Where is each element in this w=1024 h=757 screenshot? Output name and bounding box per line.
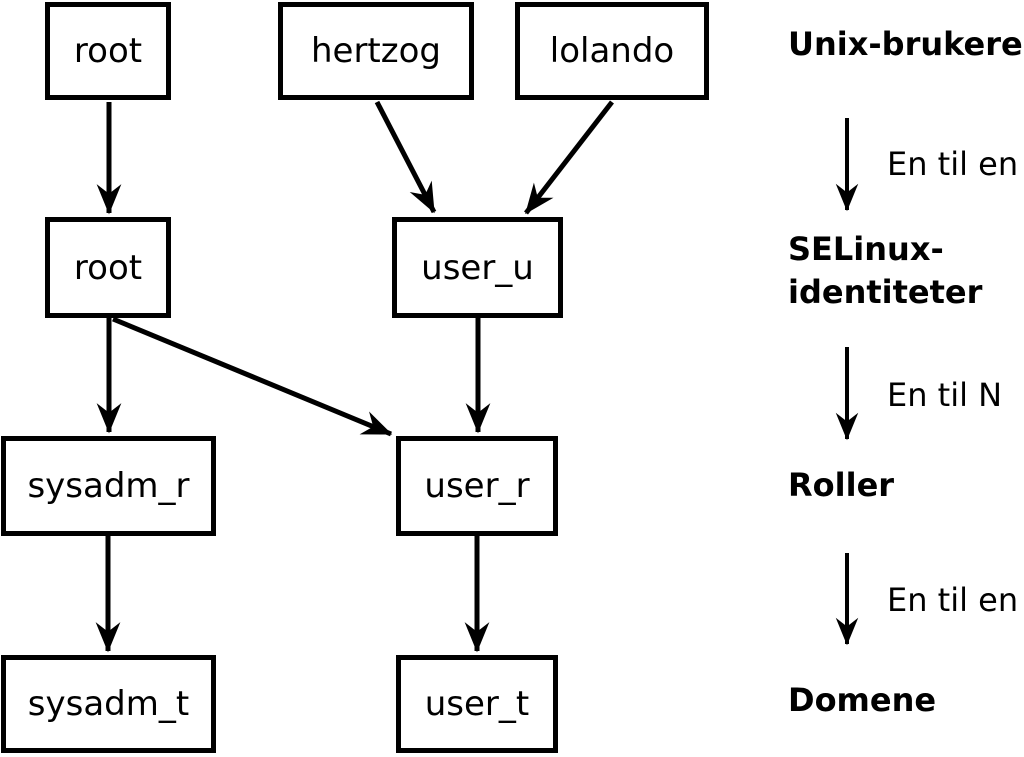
legend-level-line: Roller [788, 466, 895, 504]
legend-level-line: Unix-brukere [788, 25, 1023, 63]
legend-level-line: identiteter [788, 273, 983, 311]
node-label: user_u [421, 247, 534, 288]
edge-hertzog-to-user-u [374, 100, 437, 214]
legend-level-unix-brukere: Unix-brukere [788, 28, 1023, 60]
node-label: hertzog [310, 31, 441, 71]
node-domain-sysadm-t: sysadm_t [1, 655, 216, 753]
edge-lolando-to-user-u [524, 100, 614, 215]
node-unix-root: root [45, 2, 171, 100]
node-label: sysadm_r [27, 466, 190, 506]
node-label: user_t [424, 684, 530, 724]
node-unix-lolando: lolando [515, 2, 709, 100]
legend-level-roller: Roller [788, 469, 894, 501]
node-label: root [73, 247, 143, 288]
legend-level-line: SELinux- [788, 230, 944, 268]
edge-selinux-root-to-user-r [112, 316, 393, 437]
node-selinux-user-u: user_u [392, 217, 563, 318]
legend-level-line: Domene [788, 681, 937, 719]
node-label: root [73, 31, 143, 71]
node-role-sysadm-r: sysadm_r [1, 436, 216, 536]
legend-level-domene: Domene [788, 684, 936, 716]
legend-relation-en-til-n: En til N [887, 376, 1003, 414]
legend-relation-en-til-en-1: En til en [887, 145, 1019, 183]
node-domain-user-t: user_t [396, 655, 558, 753]
legend-level-selinux-identiteter: SELinux- identiteter [788, 228, 982, 314]
node-label: sysadm_t [27, 684, 190, 724]
node-role-user-r: user_r [396, 436, 558, 536]
node-unix-hertzog: hertzog [278, 2, 474, 100]
node-label: user_r [424, 466, 530, 506]
node-label: lolando [549, 31, 675, 71]
node-selinux-root: root [45, 217, 171, 318]
legend-relation-en-til-en-2: En til en [887, 581, 1019, 619]
